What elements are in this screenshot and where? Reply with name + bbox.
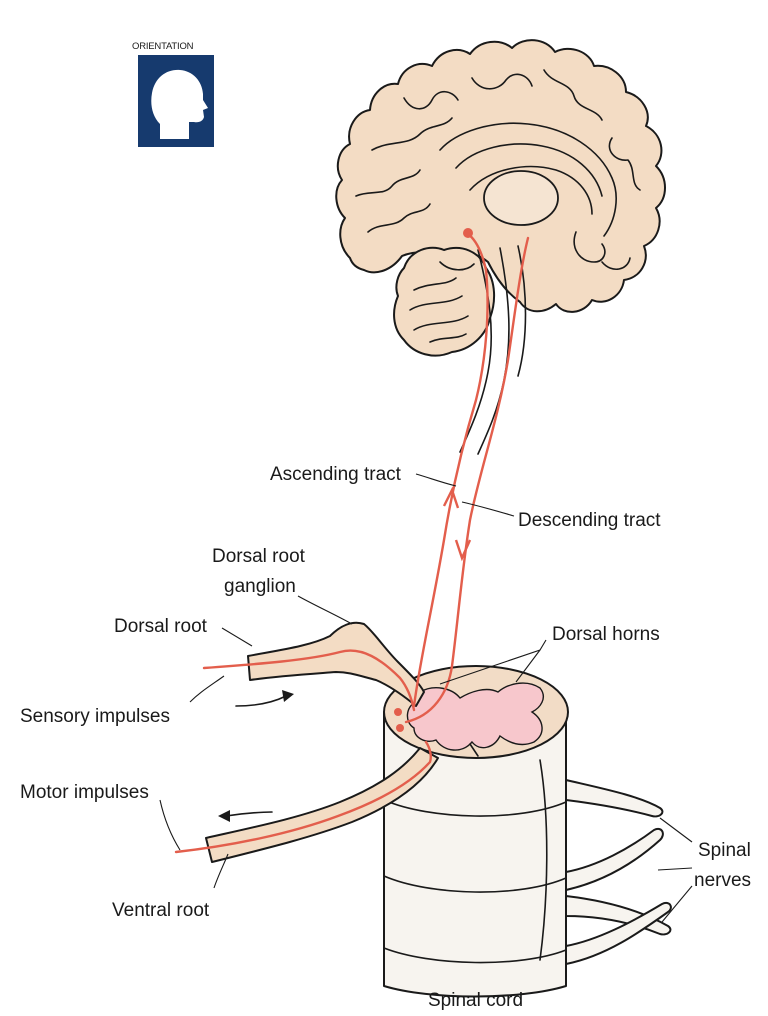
grey-matter [407, 683, 543, 750]
sensory-arrowhead [282, 690, 294, 702]
descending-arrow [456, 540, 470, 558]
label-dorsal-horns: Dorsal horns [552, 624, 660, 645]
label-ascending-tract: Ascending tract [270, 464, 402, 485]
label-spinal-nerves-1: Spinal [698, 840, 751, 861]
label-spinal-nerves-2: nerves [694, 870, 751, 891]
orientation-label: ORIENTATION [132, 41, 194, 52]
label-spinal-cord: Spinal cord [428, 990, 523, 1011]
label-descending-tract: Descending tract [518, 510, 661, 531]
label-dorsal-root: Dorsal root [114, 616, 208, 637]
label-dorsal-root-ganglion-2: ganglion [224, 576, 296, 597]
thalamus [484, 171, 558, 225]
label-motor-impulses: Motor impulses [20, 782, 149, 803]
impulse-arrows [218, 690, 294, 822]
spinal-cord [384, 666, 568, 997]
orientation-badge: ORIENTATION [132, 41, 214, 147]
label-ventral-root: Ventral root [112, 900, 210, 921]
neuron-cell-body [463, 228, 473, 238]
label-sensory-impulses: Sensory impulses [20, 706, 170, 727]
label-dorsal-root-ganglion-1: Dorsal root [212, 546, 306, 567]
spinal-nerves [566, 780, 671, 964]
motor-arrowhead [218, 810, 230, 822]
